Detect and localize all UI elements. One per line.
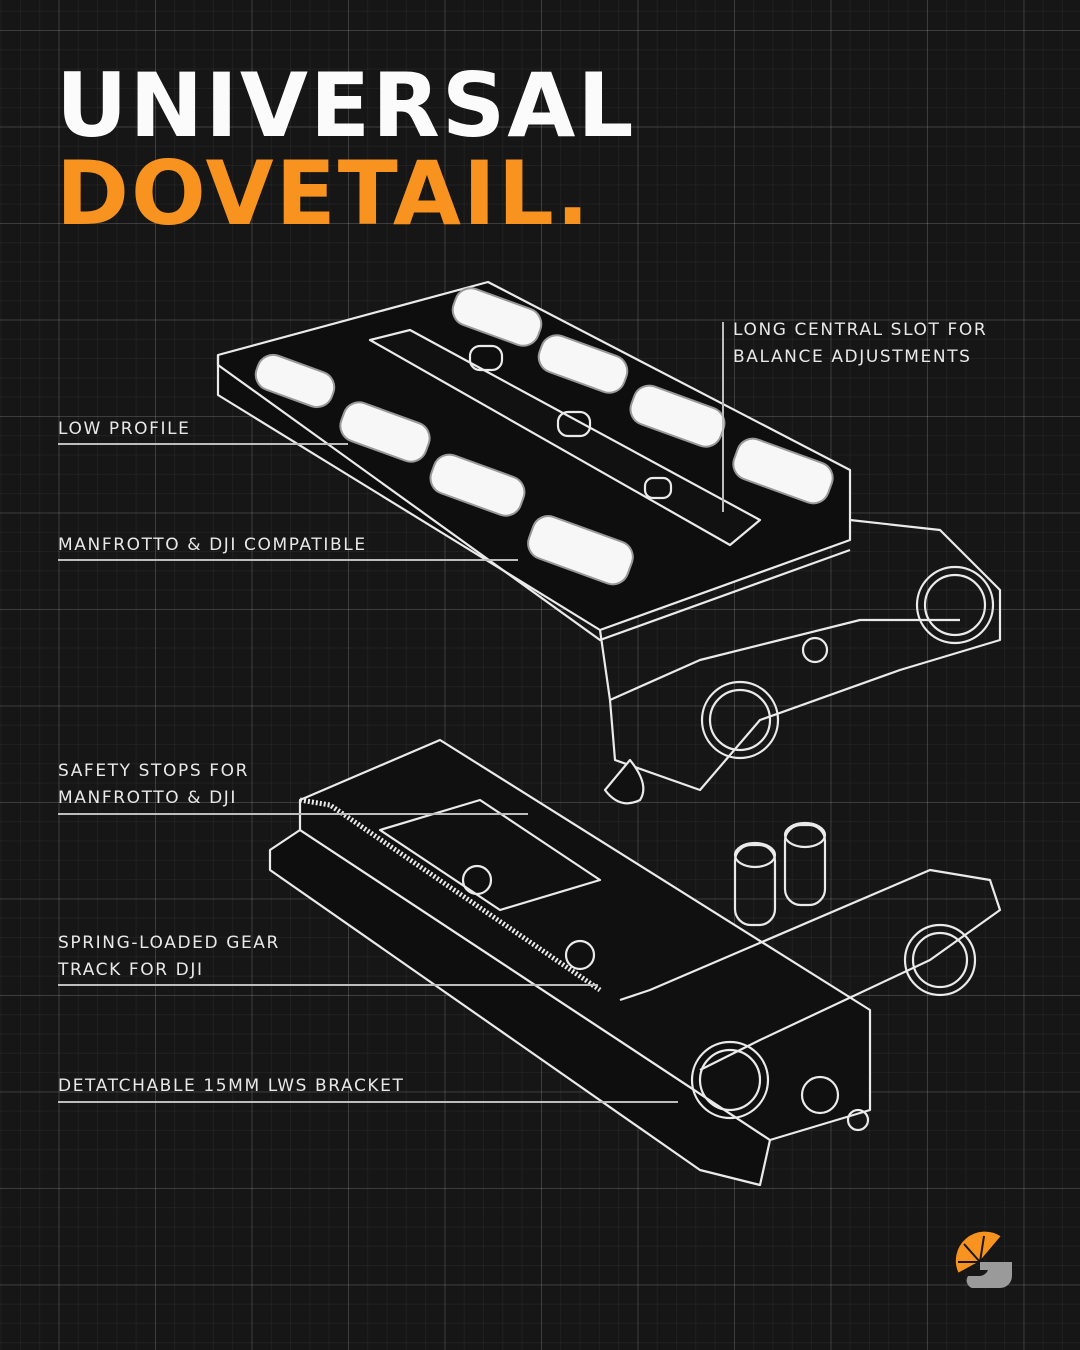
callout-line: LONG CENTRAL SLOT FOR <box>733 320 988 340</box>
callout-line: BALANCE ADJUSTMENTS <box>733 347 972 367</box>
top-plate-drawing <box>216 280 1002 805</box>
callout-central-slot: LONG CENTRAL SLOT FOR BALANCE ADJUSTMENT… <box>733 317 987 371</box>
callout-leader-gear-track <box>58 984 598 986</box>
callout-leader-compatible <box>58 559 518 561</box>
callout-line: SPRING-LOADED GEAR <box>58 933 280 953</box>
title-line-2: DOVETAIL. <box>56 142 592 245</box>
callout-compatible: MANFROTTO & DJI COMPATIBLE <box>58 535 367 555</box>
callout-leader-low-profile <box>58 443 348 445</box>
bottom-plate-drawing <box>268 738 1002 1187</box>
callout-lws-bracket: DETATCHABLE 15MM LWS BRACKET <box>58 1076 405 1096</box>
callout-line: MANFROTTO & DJI <box>58 788 238 808</box>
callout-leader-central-slot <box>722 322 724 512</box>
callout-safety-stops: SAFETY STOPS FOR MANFROTTO & DJI <box>58 758 249 812</box>
callout-leader-safety-stops <box>58 813 528 815</box>
brand-logo-icon <box>953 1229 1012 1288</box>
callout-low-profile: LOW PROFILE <box>58 419 191 439</box>
callout-line: SAFETY STOPS FOR <box>58 761 250 781</box>
title-line-1: UNIVERSAL <box>56 54 636 157</box>
callout-gear-track: SPRING-LOADED GEAR TRACK FOR DJI <box>58 930 280 984</box>
callout-line: TRACK FOR DJI <box>58 960 204 980</box>
callout-leader-lws-bracket <box>58 1101 678 1103</box>
